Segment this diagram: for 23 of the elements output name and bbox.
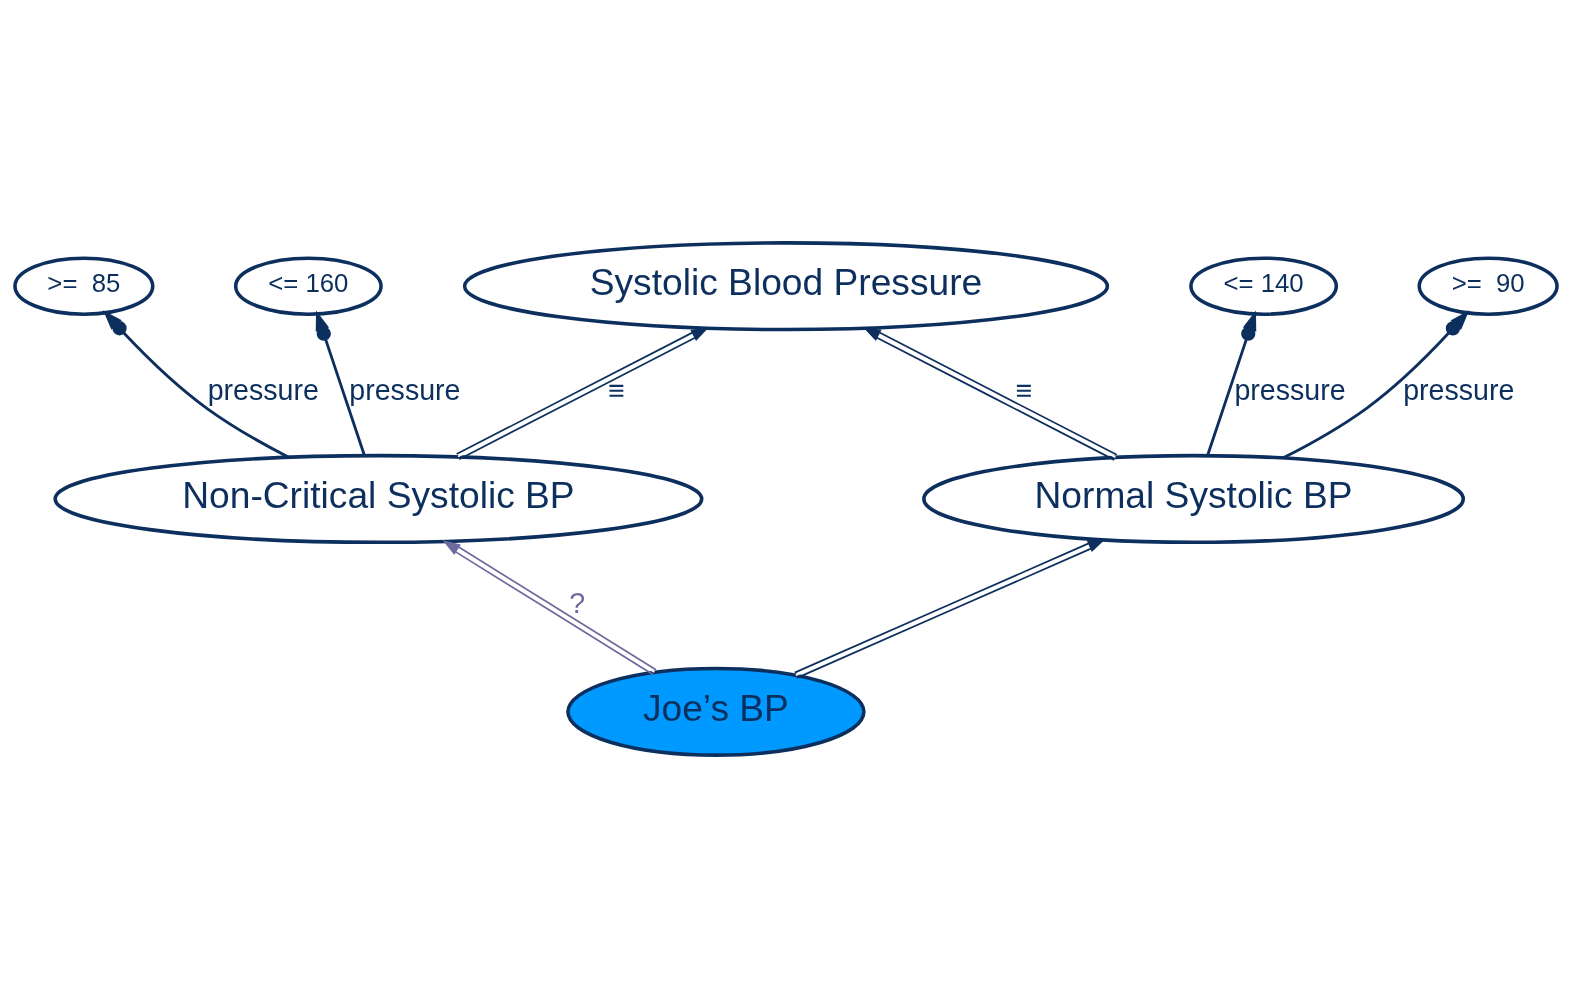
arrow — [103, 309, 290, 458]
arrow — [455, 326, 709, 460]
node-ellipse: >= 90 — [1417, 255, 1559, 316]
edge-label: pressure — [207, 373, 319, 406]
arrow — [793, 538, 1106, 679]
node-ellipse: Systolic Blood Pressure — [462, 240, 1110, 331]
edge-label: ≡ — [608, 373, 625, 406]
node-ellipse: Joe’s BP — [566, 666, 866, 757]
node-ellipse: Normal Systolic BP — [922, 453, 1466, 544]
arrow — [1282, 309, 1470, 459]
node-ellipse: <= 140 — [1189, 255, 1339, 316]
node-ellipse: <= 160 — [233, 255, 383, 316]
edge-label: pressure — [1403, 373, 1515, 406]
arrow — [862, 326, 1118, 461]
arrow — [315, 310, 366, 456]
node-ellipse: >= 85 — [13, 255, 155, 316]
edge-label: pressure — [1234, 373, 1346, 406]
arrow — [1206, 310, 1257, 456]
edge-label: ≡ — [1015, 373, 1033, 406]
node-ellipse: Non-Critical Systolic BP — [53, 453, 704, 544]
edge-label: pressure — [349, 373, 461, 406]
edge-label: ? — [569, 586, 586, 619]
arrow — [442, 539, 657, 675]
